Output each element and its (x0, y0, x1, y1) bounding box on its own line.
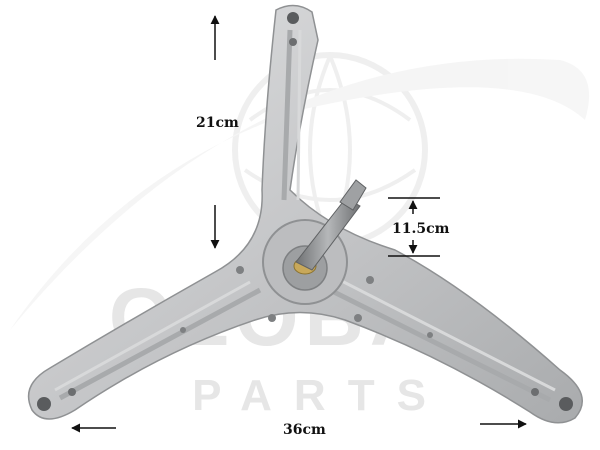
height-dimension-label: 21cm (196, 115, 239, 131)
spider-arm-part (27, 4, 583, 424)
shaft-dimension-label: 11.5cm (392, 221, 450, 237)
width-dimension-label: 36cm (283, 422, 326, 438)
dimension-arrows (71, 15, 527, 433)
svg-text:PARTS: PARTS (192, 371, 448, 420)
